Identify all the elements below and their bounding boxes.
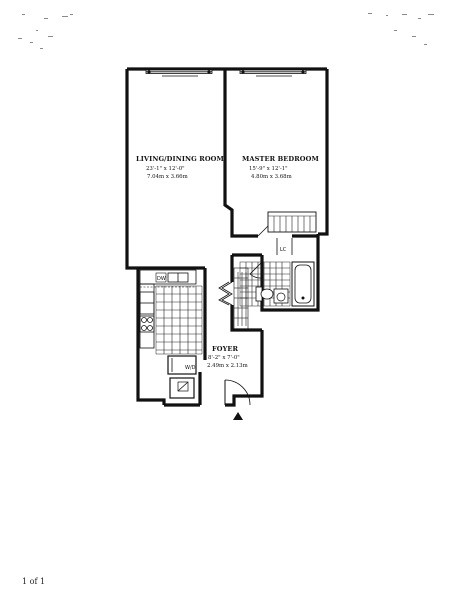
dishwasher bbox=[155, 272, 167, 283]
bathroom bbox=[239, 261, 315, 307]
linen-closet: LC bbox=[276, 238, 293, 255]
dishwasher-label: DW bbox=[157, 276, 166, 282]
master-bedroom-label-group: MASTER BEDROOM 15'-9" x 12'-1" 4.80m x 3… bbox=[242, 155, 319, 180]
foyer-dim-metric: 2.49m x 2.13m bbox=[207, 363, 248, 369]
linen-closet-label: LC bbox=[280, 247, 287, 253]
windows bbox=[145, 69, 307, 77]
entry-arrow-icon bbox=[233, 412, 243, 420]
master-bedroom-name: MASTER BEDROOM bbox=[242, 155, 319, 163]
living-dining-label-group: LIVING/DINING ROOM 23'-1" x 12'-0" 7.04m… bbox=[136, 155, 224, 180]
entry-door bbox=[224, 379, 251, 420]
foyer-closet bbox=[218, 267, 249, 331]
kitchen: DW bbox=[139, 269, 203, 355]
living-dining-dim-metric: 7.04m x 3.66m bbox=[147, 174, 188, 180]
living-dining-name: LIVING/DINING ROOM bbox=[136, 155, 224, 163]
foyer-dim-imperial: 8'-2" x 7'-0" bbox=[208, 355, 240, 361]
page-number: 1 of 1 bbox=[22, 577, 46, 586]
stove bbox=[139, 315, 155, 333]
living-dining-dim-imperial: 23'-1" x 12'-0" bbox=[146, 166, 185, 172]
master-bedroom-dim-metric: 4.80m x 3.68m bbox=[251, 174, 292, 180]
walls bbox=[125, 67, 329, 407]
washer-dryer-label: W/D bbox=[185, 365, 196, 371]
washer-dryer-closet: W/D bbox=[167, 355, 197, 399]
scan-noise bbox=[18, 13, 434, 49]
bedroom-closet bbox=[257, 211, 317, 237]
foyer-label-group: FOYER 8'-2" x 7'-0" 2.49m x 2.13m bbox=[207, 345, 248, 369]
foyer-name: FOYER bbox=[212, 345, 239, 353]
master-bedroom-dim-imperial: 15'-9" x 12'-1" bbox=[249, 166, 288, 172]
